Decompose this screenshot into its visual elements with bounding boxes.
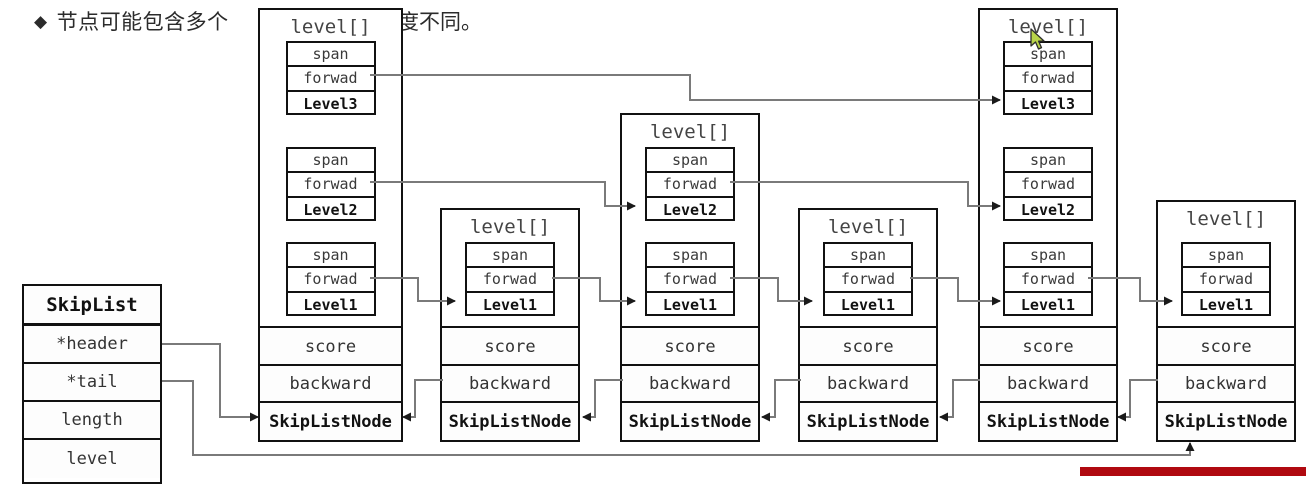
level-name-cell: Level2	[1020, 200, 1076, 219]
span-cell: span	[467, 244, 553, 269]
level-array-label: level[]	[649, 121, 731, 143]
skiplist-field-level: level	[24, 440, 160, 478]
span-cell: span	[1183, 244, 1269, 269]
span-cell: span	[287, 149, 374, 174]
score-row: score	[622, 329, 758, 366]
level-name-cell: Level1	[482, 295, 538, 314]
node-type-row: SkipListNode	[260, 403, 401, 440]
level-array-label: level[]	[290, 16, 371, 38]
score-row: score	[260, 329, 401, 366]
level-name-cell: Level1	[1020, 295, 1076, 314]
backward-row: backward	[622, 366, 758, 403]
level-array-label: level[]	[827, 216, 909, 238]
skiplist-field-length: length	[24, 402, 160, 440]
node-type-row: SkipListNode	[442, 403, 578, 440]
node-type-row: SkipListNode	[622, 403, 758, 440]
forward-cell: forwad	[1005, 67, 1091, 92]
forward-cell: forwad	[467, 268, 553, 293]
score-row: score	[800, 329, 936, 366]
forward-cell: forwad	[287, 173, 374, 198]
skiplist-field-tail: *tail	[24, 364, 160, 402]
skiplist-field-header: *header	[24, 326, 160, 364]
level-name-cell: Level2	[303, 200, 358, 219]
level-name-cell: Level1	[1198, 295, 1254, 314]
backward-row: backward	[980, 366, 1116, 403]
span-cell: span	[647, 244, 733, 269]
forward-cell: forwad	[1183, 268, 1269, 293]
level-name-cell: Level1	[662, 295, 718, 314]
skiplist-title: SkipList	[24, 286, 160, 326]
bottom-accent-bar	[1080, 467, 1306, 476]
slide-bullet-text: ◆ 节点可能包含多个	[34, 6, 229, 36]
bullet-diamond-icon: ◆	[34, 12, 48, 32]
level-array-label: level[]	[469, 216, 551, 238]
forward-cell: forwad	[1005, 268, 1091, 293]
node-type-row: SkipListNode	[980, 403, 1116, 440]
node-type-row: SkipListNode	[800, 403, 936, 440]
slide-text-before: 节点可能包含多个	[56, 10, 229, 34]
slide-text-after: 度不同。	[398, 10, 482, 34]
span-cell: span	[825, 244, 911, 269]
level-name-cell: Level3	[1020, 94, 1076, 113]
node-type-row: SkipListNode	[1158, 403, 1294, 440]
level-name-cell: Level1	[840, 295, 896, 314]
mouse-pointer-icon	[1030, 28, 1045, 50]
span-cell: span	[1005, 43, 1091, 68]
span-cell: span	[287, 43, 374, 68]
forward-cell: forwad	[287, 67, 374, 92]
level-name-cell: Level1	[303, 295, 358, 314]
level-name-cell: Level3	[303, 94, 358, 113]
forward-cell: forwad	[287, 268, 374, 293]
span-cell: span	[1005, 149, 1091, 174]
span-cell: span	[647, 149, 733, 174]
backward-row: backward	[1158, 366, 1294, 403]
forward-cell: forwad	[825, 268, 911, 293]
level-name-cell: Level2	[662, 200, 718, 219]
backward-row: backward	[800, 366, 936, 403]
forward-cell: forwad	[647, 173, 733, 198]
forward-cell: forwad	[647, 268, 733, 293]
level-array-label: level[]	[1185, 208, 1267, 230]
backward-row: backward	[260, 366, 401, 403]
skiplist-struct: SkipList *header *tail length level	[22, 284, 162, 484]
span-cell: span	[1005, 244, 1091, 269]
span-cell: span	[287, 244, 374, 269]
backward-row: backward	[442, 366, 578, 403]
score-row: score	[442, 329, 578, 366]
level-array-label: level[]	[1007, 16, 1089, 38]
score-row: score	[980, 329, 1116, 366]
score-row: score	[1158, 329, 1294, 366]
forward-cell: forwad	[1005, 173, 1091, 198]
